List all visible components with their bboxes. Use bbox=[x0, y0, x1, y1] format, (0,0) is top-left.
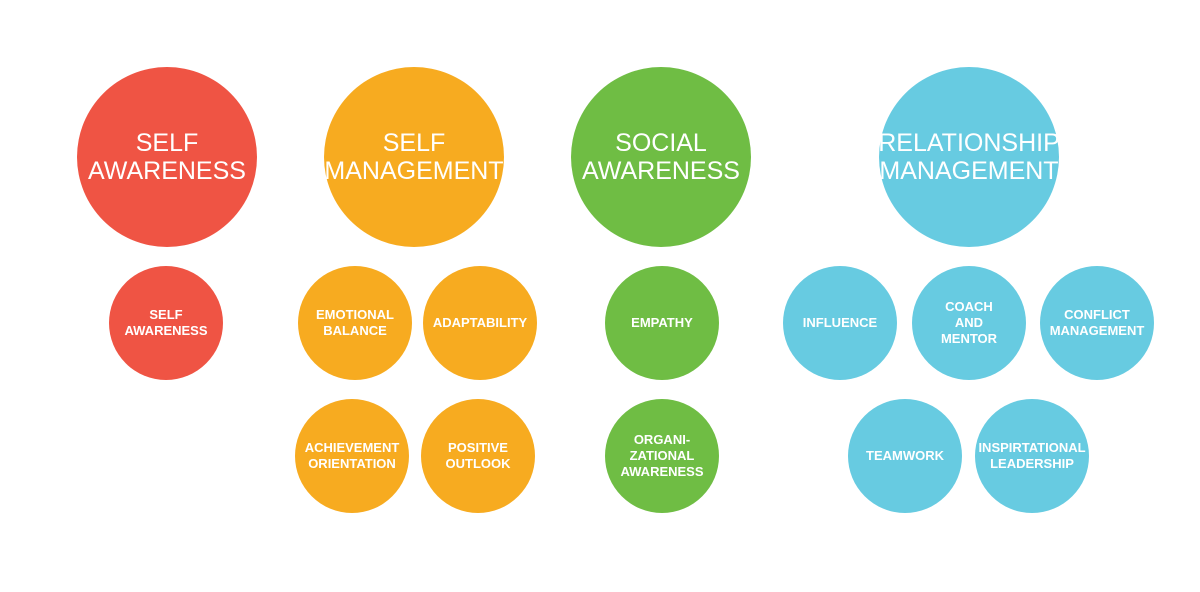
domain-social-awareness: SOCIAL AWARENESS bbox=[571, 67, 751, 247]
domain-relationship-management: RELATIONSHIP MANAGEMENT bbox=[878, 67, 1060, 247]
competency-organizational-awareness: ORGANI- ZATIONAL AWARENESS bbox=[605, 399, 719, 513]
competency-inspirational-leadership-label: INSPIRTATIONAL LEADERSHIP bbox=[978, 440, 1086, 471]
competency-emotional-balance: EMOTIONAL BALANCE bbox=[298, 266, 412, 380]
competency-empathy-label: EMPATHY bbox=[631, 315, 693, 330]
competency-conflict-management-label: CONFLICT MANAGEMENT bbox=[1049, 307, 1145, 338]
competency-teamwork-label: TEAMWORK bbox=[866, 448, 944, 463]
competency-achievement-orientation-label: ACHIEVEMENT ORIENTATION bbox=[304, 440, 400, 471]
competency-influence: INFLUENCE bbox=[783, 266, 897, 380]
competency-positive-outlook-label: POSITIVE OUTLOOK bbox=[445, 440, 511, 471]
competency-self-awareness: SELF AWARENESS bbox=[109, 266, 223, 380]
competency-inspirational-leadership: INSPIRTATIONAL LEADERSHIP bbox=[975, 399, 1089, 513]
domain-self-management: SELF MANAGEMENT bbox=[324, 67, 504, 247]
competency-conflict-management: CONFLICT MANAGEMENT bbox=[1040, 266, 1154, 380]
competency-coach-and-mentor-label: COACH AND MENTOR bbox=[940, 299, 998, 346]
competency-teamwork: TEAMWORK bbox=[848, 399, 962, 513]
domain-self-awareness-label: SELF AWARENESS bbox=[88, 129, 246, 185]
competency-influence-label: INFLUENCE bbox=[802, 315, 878, 330]
domain-relationship-management-label: RELATIONSHIP MANAGEMENT bbox=[878, 129, 1060, 185]
competency-positive-outlook: POSITIVE OUTLOOK bbox=[421, 399, 535, 513]
domain-self-management-label: SELF MANAGEMENT bbox=[324, 129, 504, 185]
competency-self-awareness-label: SELF AWARENESS bbox=[124, 307, 208, 338]
competency-emotional-balance-label: EMOTIONAL BALANCE bbox=[316, 307, 394, 338]
competency-achievement-orientation: ACHIEVEMENT ORIENTATION bbox=[295, 399, 409, 513]
domain-social-awareness-label: SOCIAL AWARENESS bbox=[582, 129, 740, 185]
competency-adaptability-label: ADAPTABILITY bbox=[432, 315, 528, 330]
competency-organizational-awareness-label: ORGANI- ZATIONAL AWARENESS bbox=[620, 432, 704, 479]
competency-empathy: EMPATHY bbox=[605, 266, 719, 380]
competency-coach-and-mentor: COACH AND MENTOR bbox=[912, 266, 1026, 380]
domain-self-awareness: SELF AWARENESS bbox=[77, 67, 257, 247]
competency-adaptability: ADAPTABILITY bbox=[423, 266, 537, 380]
